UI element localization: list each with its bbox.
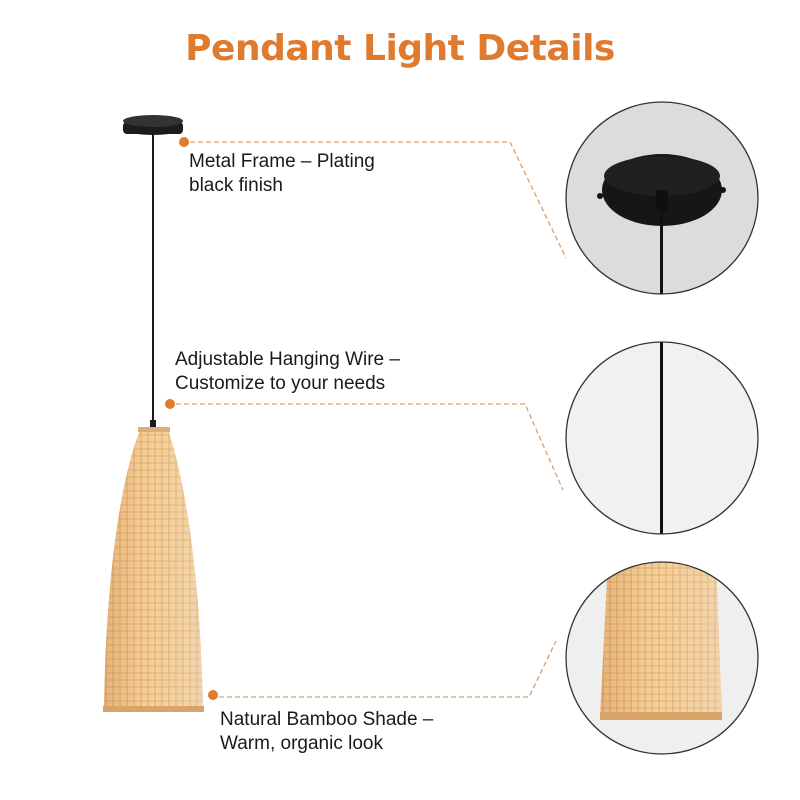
callout-line-1: Natural Bamboo Shade – xyxy=(220,709,434,730)
callout-metal-frame: Metal Frame – Plating black finish xyxy=(189,150,375,198)
connector-hanging-wire xyxy=(165,399,564,491)
callout-line-2: Customize to your needs xyxy=(175,373,386,394)
detail-circle-wire xyxy=(565,341,759,535)
callout-bamboo-shade: Natural Bamboo Shade – Warm, organic loo… xyxy=(220,708,433,756)
connector-metal-frame xyxy=(179,137,567,259)
detail-circle-canopy xyxy=(565,101,759,295)
connector-bamboo-shade xyxy=(208,640,557,700)
detail-circle-shade xyxy=(565,561,759,755)
callout-hanging-wire: Adjustable Hanging Wire – Customize to y… xyxy=(175,348,400,396)
bamboo-shade xyxy=(103,427,204,712)
callout-line-1: Adjustable Hanging Wire – xyxy=(175,349,400,370)
page-title: Pendant Light Details xyxy=(185,28,615,69)
callout-line-2: black finish xyxy=(189,175,283,196)
pendant-canopy xyxy=(123,115,183,135)
callout-line-2: Warm, organic look xyxy=(220,733,383,754)
callout-line-1: Metal Frame – Plating xyxy=(189,151,375,172)
